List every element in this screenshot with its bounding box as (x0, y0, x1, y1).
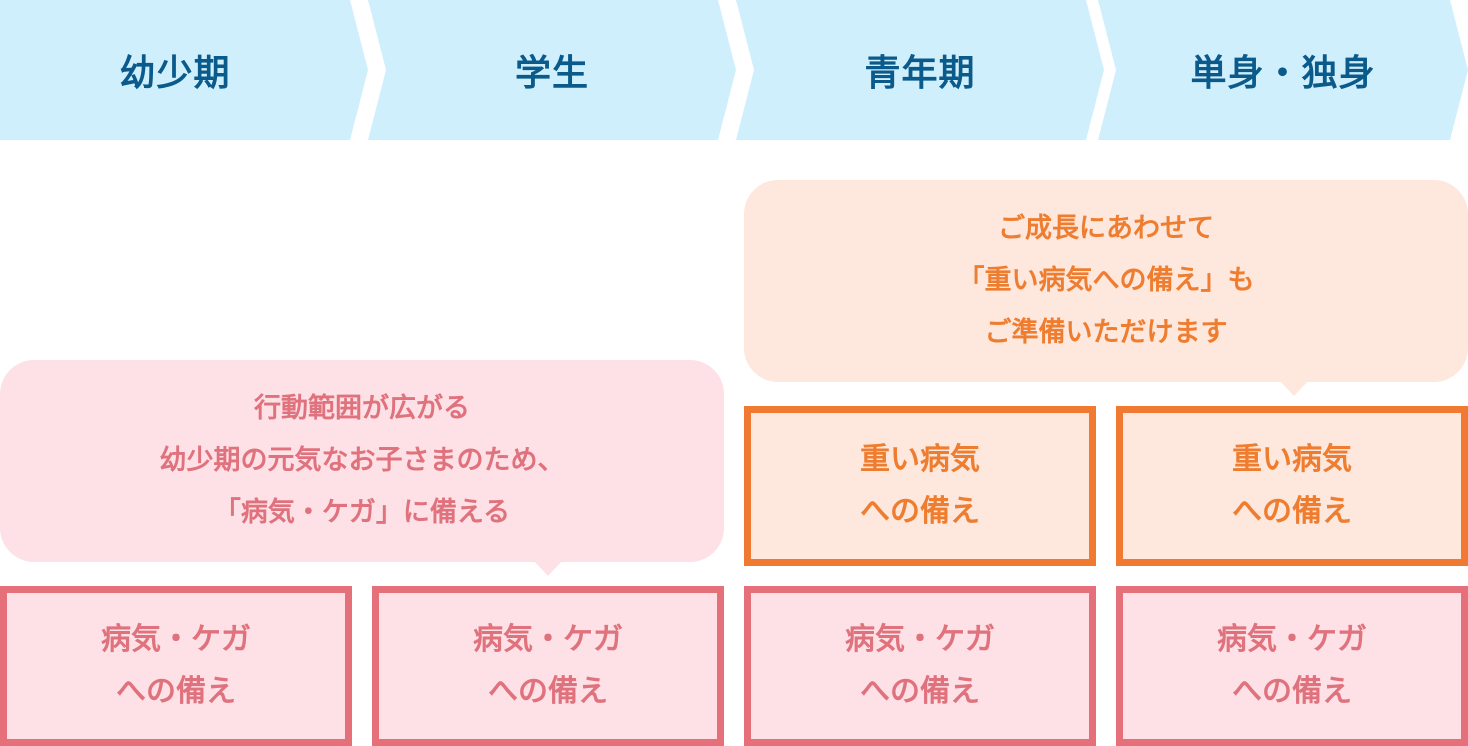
box-line: への備え (116, 674, 236, 709)
illness-injury-box: 病気・ケガ への備え (0, 586, 352, 746)
callout-child-tail (533, 560, 563, 576)
box-line: 病気・ケガ (473, 622, 623, 657)
box-line: 重い病気 (860, 442, 980, 477)
stage-childhood: 幼少期 (0, 0, 368, 140)
box-line: 重い病気 (1232, 442, 1352, 477)
stage-young-adult: 青年期 (736, 0, 1104, 140)
serious-illness-box: 重い病気 への備え (1116, 406, 1468, 566)
stage-single: 単身・独身 (1098, 0, 1468, 140)
stage-label: 単身・独身 (1190, 53, 1376, 94)
callout-line: 幼少期の元気なお子さまのため、 (159, 445, 565, 476)
stage-student: 学生 (368, 0, 736, 140)
callout-adult-tail (1279, 380, 1309, 396)
box-line: への備え (488, 674, 608, 709)
callout-adult: ご成長にあわせて 「重い病気への備え」も ご準備いただけます (744, 180, 1468, 382)
illness-injury-box: 病気・ケガ への備え (372, 586, 724, 746)
callout-line: 「重い病気への備え」も (957, 265, 1255, 296)
callout-line: 「病気・ケガ」に備える (213, 497, 511, 528)
callout-line: ご成長にあわせて (998, 213, 1214, 244)
callout-line: ご準備いただけます (984, 317, 1228, 348)
stage-label: 学生 (514, 53, 589, 94)
box-line: 病気・ケガ (845, 622, 995, 657)
illness-injury-box: 病気・ケガ への備え (744, 586, 1096, 746)
box-line: 病気・ケガ (1217, 622, 1367, 657)
box-line: への備え (860, 674, 980, 709)
stage-label: 青年期 (864, 53, 976, 94)
box-line: への備え (860, 494, 980, 529)
callout-child: 行動範囲が広がる 幼少期の元気なお子さまのため、 「病気・ケガ」に備える (0, 360, 724, 562)
callout-line: 行動範囲が広がる (254, 393, 470, 424)
serious-illness-box: 重い病気 への備え (744, 406, 1096, 566)
box-line: への備え (1232, 674, 1352, 709)
illness-injury-box: 病気・ケガ への備え (1116, 586, 1468, 746)
box-line: 病気・ケガ (101, 622, 251, 657)
stage-label: 幼少期 (119, 53, 231, 94)
box-line: への備え (1232, 494, 1352, 529)
